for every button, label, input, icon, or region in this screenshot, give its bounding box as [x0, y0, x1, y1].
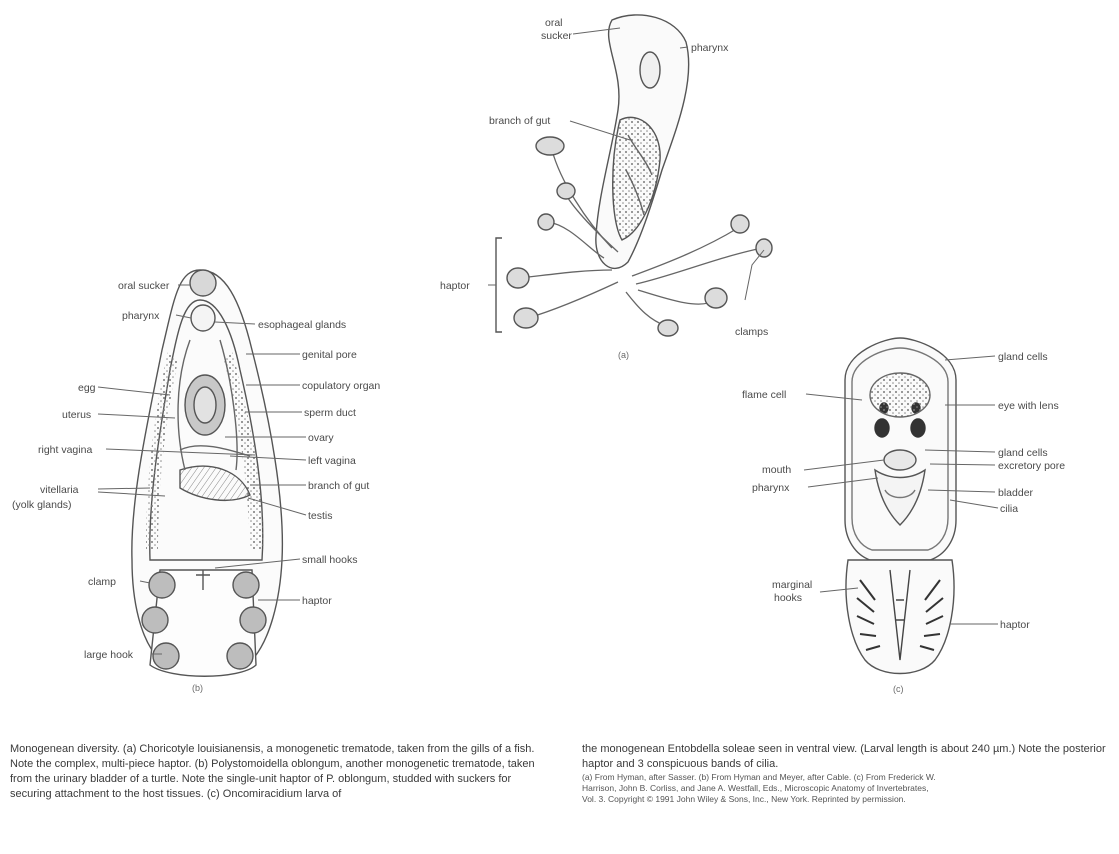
label-a-sucker: sucker — [541, 30, 572, 42]
label-b-left-vagina: left vagina — [308, 455, 356, 467]
label-c-bladder: bladder — [998, 487, 1034, 499]
figure-c-tag: (c) — [893, 684, 904, 694]
caption-left: Monogenean diversity. (a) Choricotyle lo… — [10, 742, 545, 802]
label-c-pharynx: pharynx — [752, 482, 790, 494]
label-a-clamps: clamps — [735, 326, 768, 338]
figure-a-haptor-bracket — [496, 238, 502, 332]
label-b-esophageal-glands: esophageal glands — [258, 319, 346, 331]
figure-a-drawing — [488, 15, 772, 336]
label-c-hooks: hooks — [774, 592, 802, 604]
label-b-sperm-duct: sperm duct — [304, 407, 356, 419]
figure-b-pharynx — [191, 305, 215, 331]
label-b-haptor: haptor — [302, 595, 332, 607]
label-c-marginal: marginal — [772, 579, 812, 591]
caption-credit: (a) From Hyman, after Sasser. (b) From H… — [582, 772, 1114, 805]
label-b-large-hook: large hook — [84, 649, 134, 661]
caption-right-text: the monogenean Entobdella soleae seen in… — [582, 743, 1106, 770]
credit-line: Harrison, John B. Corliss, and Jane A. W… — [582, 783, 1114, 794]
label-a-branch-of-gut: branch of gut — [489, 115, 550, 127]
figure-a-gut — [613, 117, 660, 240]
label-c-gland-cells-top: gland cells — [998, 351, 1048, 363]
label-b-yolk-glands: (yolk glands) — [12, 499, 72, 511]
figure-b-oral-sucker — [190, 270, 216, 296]
label-b-ovary: ovary — [308, 432, 334, 444]
figure-a-pharynx — [640, 52, 660, 88]
label-b-branch-of-gut: branch of gut — [308, 480, 369, 492]
label-b-pharynx: pharynx — [122, 310, 160, 322]
label-b-uterus: uterus — [62, 409, 91, 421]
label-c-excretory-pore: excretory pore — [998, 460, 1065, 472]
figure-b-tag: (b) — [192, 683, 203, 693]
label-c-mouth: mouth — [762, 464, 791, 476]
label-c-flame-cell: flame cell — [742, 389, 786, 401]
figure-c-mouth — [884, 450, 916, 470]
label-b-small-hooks: small hooks — [302, 554, 357, 566]
label-b-right-vagina: right vagina — [38, 444, 92, 456]
label-c-haptor: haptor — [1000, 619, 1030, 631]
label-c-cilia: cilia — [1000, 503, 1018, 515]
label-b-testis: testis — [308, 510, 333, 522]
label-a-pharynx: pharynx — [691, 42, 729, 54]
credit-line: Vol. 3. Copyright © 1991 John Wiley & So… — [582, 794, 1114, 805]
label-b-egg: egg — [78, 382, 96, 394]
label-b-copulatory-organ: copulatory organ — [302, 380, 380, 392]
figure-illustration: oral sucker pharynx branch of gut haptor… — [0, 0, 1119, 735]
label-c-eye-with-lens: eye with lens — [998, 400, 1059, 412]
label-b-vitellaria: vitellaria — [40, 484, 79, 496]
label-c-gland-cells: gland cells — [998, 447, 1048, 459]
caption-right: the monogenean Entobdella soleae seen in… — [582, 742, 1114, 805]
label-b-oral-sucker: oral sucker — [118, 280, 170, 292]
figure-a-tag: (a) — [618, 350, 629, 360]
figure-c-body — [845, 338, 956, 560]
label-a-oral: oral — [545, 17, 563, 29]
label-b-genital-pore: genital pore — [302, 349, 357, 361]
credit-line: (a) From Hyman, after Sasser. (b) From H… — [582, 772, 1114, 783]
label-a-haptor: haptor — [440, 280, 470, 292]
figure-c-drawing — [804, 338, 998, 674]
label-b-clamp: clamp — [88, 576, 116, 588]
